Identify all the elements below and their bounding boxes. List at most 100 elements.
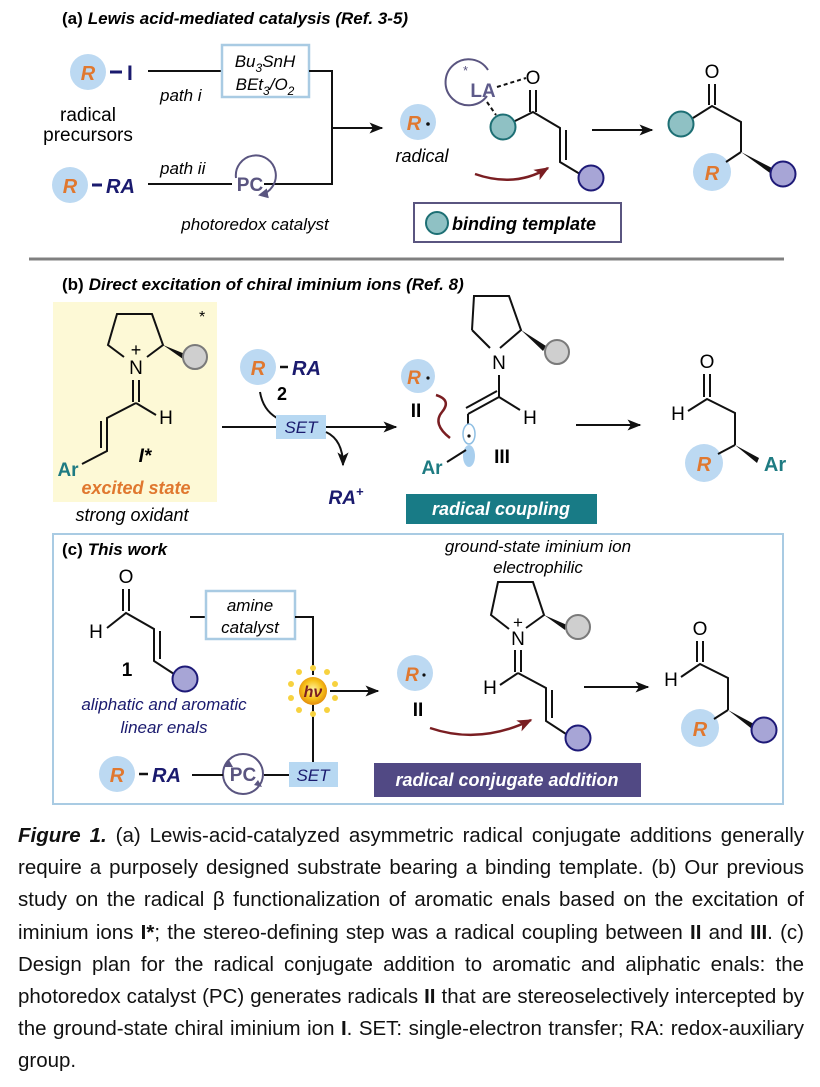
- radical-r-label: R: [407, 368, 421, 389]
- amine-catalyst-box: [204, 589, 297, 641]
- radical-label: radical: [395, 146, 449, 166]
- plus-charge: +: [513, 613, 523, 632]
- radical-ii-label: II: [411, 401, 422, 422]
- chiral-star: *: [199, 309, 205, 326]
- binding-template-label: binding template: [452, 214, 596, 234]
- reagent-r-label: R: [251, 358, 266, 380]
- strong-oxidant-label: strong oxidant: [75, 505, 189, 525]
- set-box: [276, 415, 326, 439]
- chiral-ligand-arc: [444, 58, 489, 107]
- product-oxygen: O: [693, 619, 708, 640]
- radical-attack-arrow: [474, 166, 550, 181]
- amine-catalyst-line1: amine: [227, 596, 273, 615]
- r-group-circle: [52, 167, 88, 203]
- product-hydrogen: H: [664, 670, 678, 691]
- binding-template-circle: [489, 113, 517, 141]
- substituent-circle: [577, 164, 605, 192]
- product-r-label: R: [705, 163, 720, 185]
- product-aryl-label: Ar: [764, 454, 786, 476]
- enal-hydrogen: H: [89, 622, 103, 643]
- reagent-ra-label: RA: [292, 358, 321, 380]
- panel-a: (a)Lewis acid-mediated catalysis (Ref. 3…: [43, 9, 797, 243]
- radical-precursors-line2: precursors: [43, 125, 133, 146]
- panel-b: (b)Direct excitation of chiral iminium i…: [53, 275, 786, 525]
- enal-oxygen: O: [119, 567, 134, 588]
- nitrogen-label: N: [511, 629, 525, 650]
- oxygen-label: O: [526, 68, 541, 89]
- reagent-number: 2: [277, 384, 287, 404]
- substituent-circle: [171, 665, 199, 693]
- radical-coupling-badge: [406, 494, 597, 524]
- radical-attack-arrow: [429, 718, 533, 737]
- aryl-label: Ar: [57, 460, 79, 481]
- aryl-label: Ar: [421, 458, 443, 479]
- panel-c-title: (c)This work: [62, 540, 169, 559]
- stereo-group-circle: [565, 614, 591, 640]
- product-r-label: R: [697, 454, 712, 476]
- binding-template-circle: [667, 110, 695, 138]
- product-oxygen: O: [705, 62, 720, 83]
- nitrogen-label: N: [129, 358, 143, 379]
- radical-circle: [401, 359, 435, 393]
- plus-charge: +: [131, 340, 142, 360]
- radical-conjugate-addition-label: radical conjugate addition: [395, 770, 618, 790]
- r-group-circle: [685, 444, 723, 482]
- radical-circle: [397, 655, 433, 691]
- substituent-circle: [750, 716, 778, 744]
- panel-a-title: (a)Lewis acid-mediated catalysis (Ref. 3…: [62, 9, 408, 28]
- product-hydrogen: H: [671, 404, 685, 425]
- r-label: R: [81, 63, 96, 85]
- pc-cycle-icon: [234, 154, 277, 199]
- product-r-label: R: [693, 719, 708, 741]
- set-box: [289, 762, 338, 787]
- reagent-bet3-o2: BEt3/O2: [236, 75, 295, 98]
- reagent-bu3snh: Bu3SnH: [235, 52, 296, 75]
- iminium-description-line1: ground-state iminium ion: [445, 537, 631, 556]
- iodide-label: I: [127, 62, 133, 85]
- chiral-star: *: [463, 63, 468, 78]
- hydrogen-label: H: [523, 408, 537, 429]
- binding-template-icon: [425, 211, 449, 235]
- ra-cation-label: RA+: [328, 484, 363, 509]
- radical-r-label: R: [407, 113, 422, 135]
- hydrogen-label: H: [159, 408, 173, 429]
- coupling-arrow: [435, 393, 451, 439]
- excited-state-label: excited state: [81, 478, 190, 498]
- photoredox-catalyst-label: photoredox catalyst: [180, 215, 330, 234]
- panel-b-title: (b)Direct excitation of chiral iminium i…: [62, 275, 464, 294]
- r-label: R: [63, 176, 78, 198]
- reagent-r-label: R: [110, 765, 125, 787]
- pc-label: PC: [237, 175, 264, 196]
- substituent-circle: [564, 724, 592, 752]
- stereo-group-circle: [544, 339, 570, 365]
- set-label: SET: [296, 766, 331, 785]
- product-oxygen: O: [700, 352, 715, 373]
- radical-ii-label: II: [413, 700, 424, 721]
- r-group-circle: [240, 349, 276, 385]
- hydrogen-label: H: [483, 678, 497, 699]
- radical-precursors-line1: radical: [60, 105, 116, 126]
- panel-c: (c)This work O H 1 aliphatic and aromati…: [52, 533, 784, 805]
- amine-catalyst-line2: catalyst: [221, 618, 280, 637]
- p-orbital-lobe: [463, 445, 475, 467]
- path-i-label: path i: [159, 86, 203, 105]
- radical-circle: [400, 104, 436, 140]
- pc-label: PC: [230, 765, 257, 786]
- caption-label: Figure 1.: [18, 824, 107, 847]
- path-ii-label: path ii: [159, 159, 207, 178]
- compound-i-star-label: I*: [139, 446, 153, 467]
- radical-conjugate-addition-badge: [374, 763, 641, 797]
- reagent-ra-label: RA: [152, 765, 181, 787]
- enal-description-line2: linear enals: [121, 718, 208, 737]
- lewis-acid-label: LA: [470, 81, 496, 102]
- light-sun-icon: hν: [288, 665, 338, 717]
- set-label: SET: [284, 418, 319, 437]
- radical-r-label: R: [405, 665, 419, 686]
- stereo-group-circle: [182, 344, 208, 370]
- r-group-circle: [693, 153, 731, 191]
- enal-number: 1: [122, 660, 133, 681]
- nitrogen-label: N: [492, 353, 506, 374]
- ra-label: RA: [106, 176, 135, 198]
- r-group-circle: [681, 709, 719, 747]
- substituent-circle: [769, 160, 797, 188]
